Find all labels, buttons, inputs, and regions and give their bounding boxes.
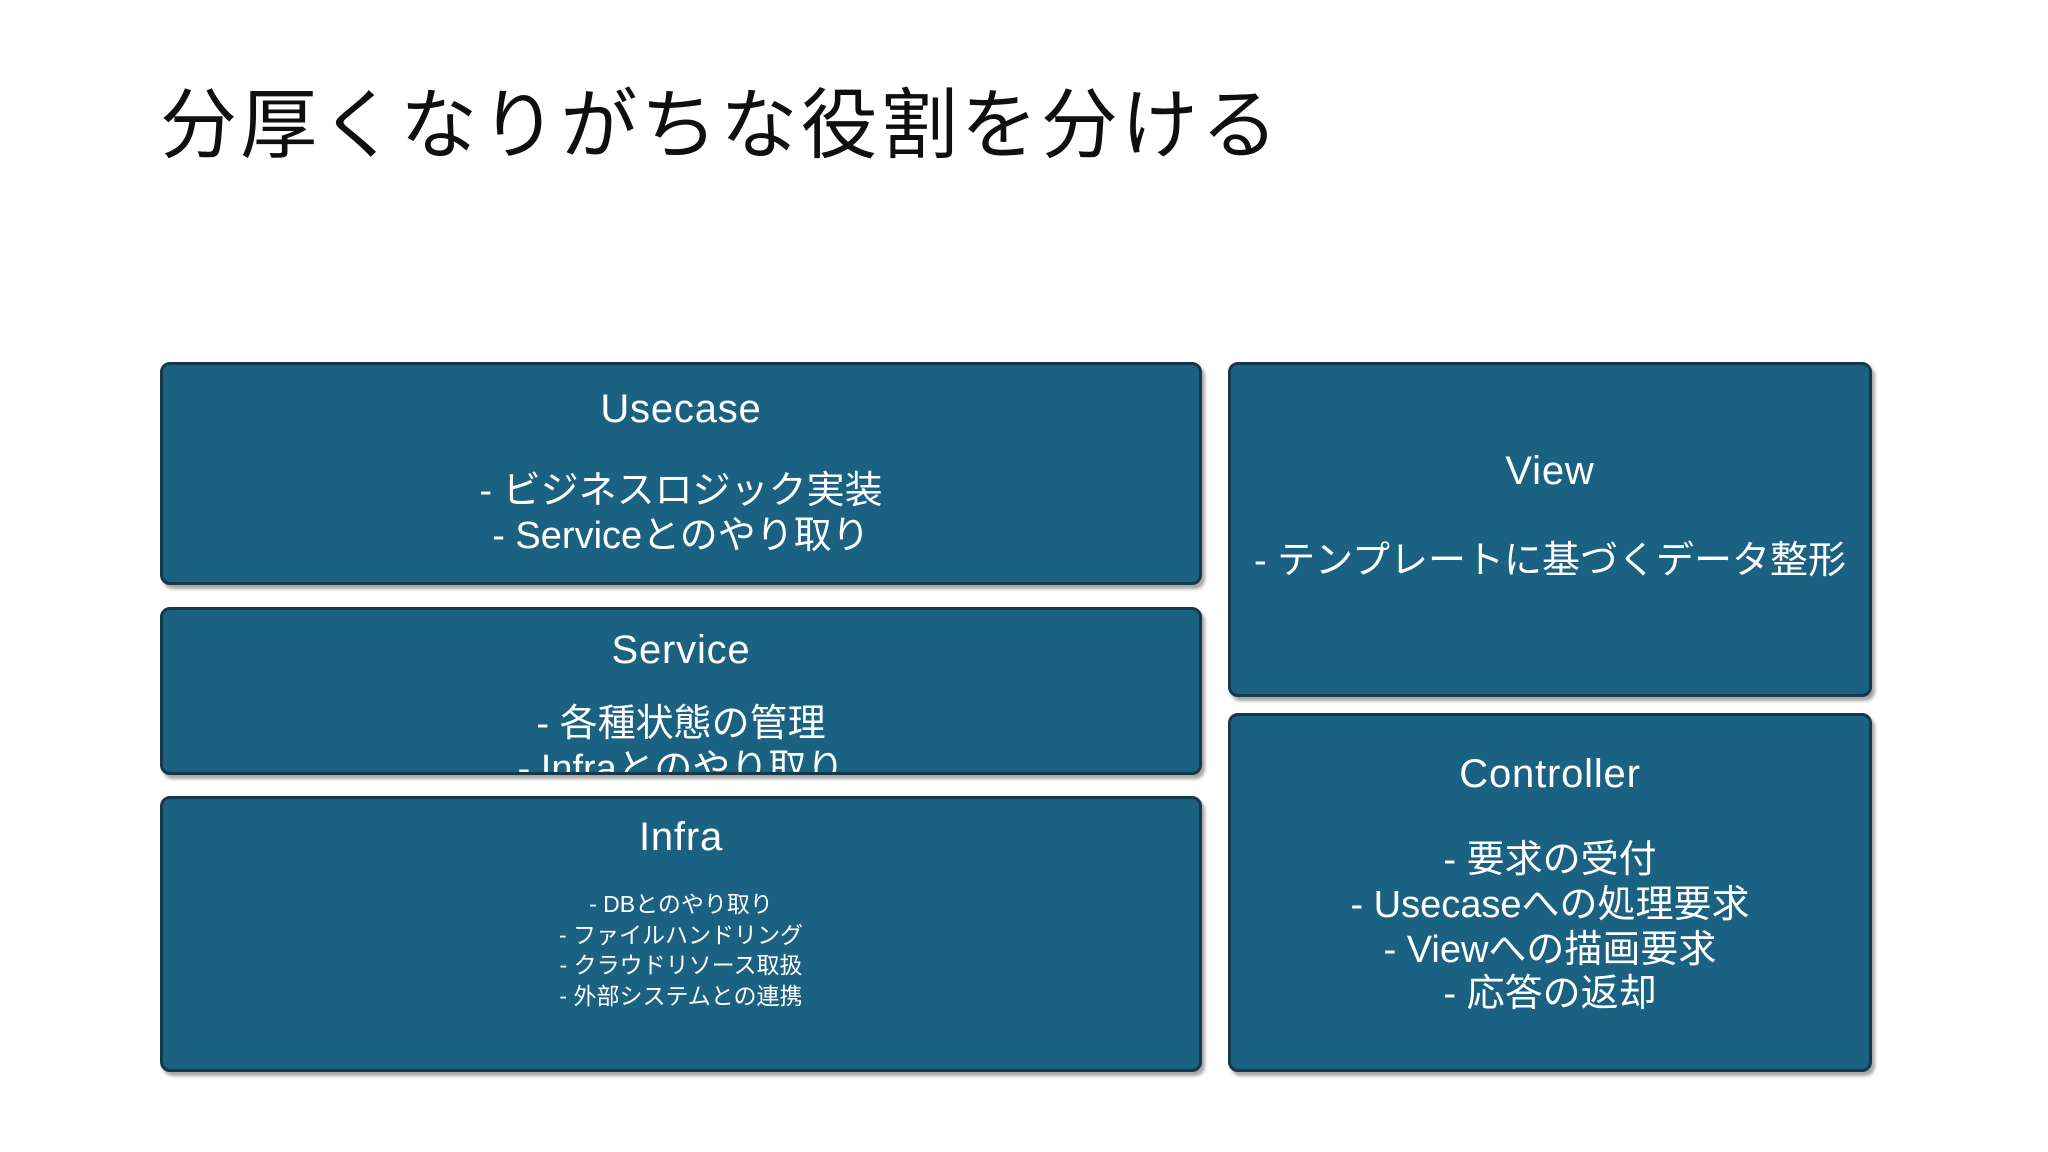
layer-box-usecase[interactable]: Usecase - ビジネスロジック実装 - Serviceとのやり取り (160, 362, 1202, 585)
list-item: - クラウドリソース取扱 (559, 952, 803, 979)
list-item: - 各種状態の管理 (536, 703, 826, 745)
right-column: View - テンプレートに基づくデータ整形 Controller - 要求の受… (1228, 362, 1872, 1072)
layer-responsibilities-infra: - DBとのやり取り - ファイルハンドリング - クラウドリソース取扱 - 外… (559, 889, 803, 1011)
list-item: - Infraとのやり取り (517, 747, 845, 775)
layer-responsibilities-usecase: - ビジネスロジック実装 - Serviceとのやり取り (479, 469, 882, 559)
layer-box-view[interactable]: View - テンプレートに基づくデータ整形 (1228, 362, 1872, 697)
list-item: - Usecaseへの処理要求 (1350, 883, 1750, 926)
layer-title-controller: Controller (1459, 752, 1641, 796)
list-item: - ビジネスロジック実装 (479, 470, 883, 512)
list-item: - ファイルハンドリング (558, 921, 804, 948)
layer-box-infra[interactable]: Infra - DBとのやり取り - ファイルハンドリング - クラウドリソース… (160, 796, 1202, 1072)
page-title: 分厚くなりがちな役割を分ける (160, 83, 1282, 169)
layer-title-usecase: Usecase (600, 387, 762, 431)
layer-box-service[interactable]: Service - 各種状態の管理 - Infraとのやり取り (160, 607, 1202, 775)
list-item: - Viewへの描画要求 (1383, 928, 1717, 971)
layer-responsibilities-view: - テンプレートに基づくデータ整形 (1254, 539, 1846, 584)
list-item: - テンプレートに基づくデータ整形 (1253, 540, 1847, 582)
architecture-layer-diagram: Usecase - ビジネスロジック実装 - Serviceとのやり取り Ser… (160, 362, 1872, 1072)
layer-title-infra: Infra (638, 815, 724, 859)
list-item: - 応答の返却 (1443, 973, 1657, 1016)
list-item: - Serviceとのやり取り (492, 514, 870, 557)
list-item: - 要求の受付 (1443, 839, 1657, 881)
list-item: - 外部システムとの連携 (559, 982, 803, 1009)
layer-box-controller[interactable]: Controller - 要求の受付 - Usecaseへの処理要求 - Vie… (1228, 713, 1872, 1072)
layer-title-service: Service (611, 628, 751, 672)
layer-responsibilities-controller: - 要求の受付 - Usecaseへの処理要求 - Viewへの描画要求 - 応… (1350, 838, 1749, 1017)
list-item: - DBとのやり取り (589, 891, 773, 917)
left-column: Usecase - ビジネスロジック実装 - Serviceとのやり取り Ser… (160, 362, 1202, 1072)
layer-responsibilities-service: - 各種状態の管理 - Infraとのやり取り (517, 702, 845, 775)
layer-title-view: View (1505, 449, 1595, 493)
